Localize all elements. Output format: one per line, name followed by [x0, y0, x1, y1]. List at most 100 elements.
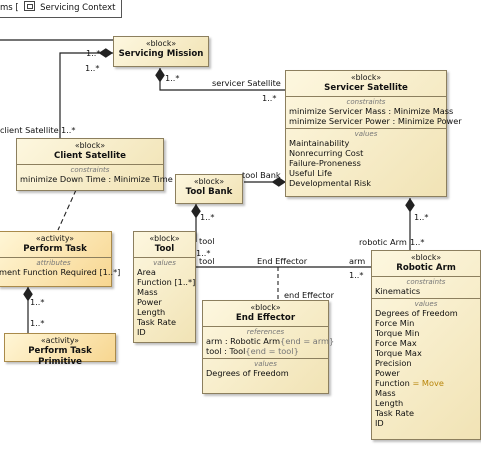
block-name: End Effector: [235, 313, 296, 323]
value-item: Force Min: [375, 318, 415, 328]
connector-mission-client[interactable]: [59, 48, 113, 138]
value-default: = Move: [412, 378, 444, 388]
constraints-compartment: constraints Kinematics: [372, 276, 480, 298]
reference-item: arm : Robotic Arm{end = arm}: [206, 336, 334, 346]
block-stereotype: «block»: [410, 253, 442, 262]
block-servicing-mission[interactable]: «block» Servicing Mission: [113, 36, 209, 67]
value-item: Power: [137, 297, 162, 307]
role-label: arm: [349, 256, 366, 266]
compartment-title: references: [246, 328, 285, 336]
activity-perform-task-primitive[interactable]: «activity» Perform Task Primitive: [4, 333, 116, 367]
mult-label: 1..*: [196, 248, 211, 258]
value-item: Task Rate: [137, 317, 177, 327]
block-stereotype: «block»: [193, 177, 225, 186]
value-item: Degrees of Freedom: [206, 368, 289, 378]
value-item: Mass: [375, 388, 396, 398]
value-item: Task Rate: [375, 408, 415, 418]
connector-client-performtask[interactable]: [57, 189, 77, 231]
block-stereotype: «block»: [149, 234, 180, 243]
activity-name: Perform Task: [23, 244, 87, 254]
value-item: Developmental Risk: [289, 178, 371, 188]
block-name: Client Satellite: [54, 151, 126, 161]
activity-name: Perform Task Primitive: [28, 346, 92, 367]
mult-label: 1..*: [410, 237, 425, 247]
value-item: ID: [137, 327, 146, 337]
mult-label: 1..*: [30, 297, 45, 307]
mult-label: 1..*: [262, 93, 277, 103]
activity-perform-task[interactable]: «activity» Perform Task attributes ment …: [0, 231, 121, 287]
mult-label: 1..*: [30, 318, 45, 328]
context-diagram-icon: [24, 1, 36, 11]
block-end-effector[interactable]: «block» End Effector references arm : Ro…: [202, 300, 334, 394]
compartment-title: constraints: [346, 98, 386, 106]
value-item: Torque Min: [375, 328, 420, 338]
value-item: Length: [375, 398, 404, 408]
constraint-item: minimize Servicer Power : Minimize Power: [289, 116, 462, 126]
diagram-tab-title: Servicing Context: [40, 3, 116, 13]
block-stereotype: «block»: [350, 73, 382, 82]
reference-name: arm : Robotic Arm: [206, 336, 281, 346]
block-tool-bank[interactable]: «block» Tool Bank: [175, 174, 243, 204]
value-item: Force Max: [375, 338, 417, 348]
mult-label: 1..*: [86, 48, 101, 58]
block-stereotype: «block»: [74, 141, 106, 150]
values-compartment: values Degrees of Freedom Force Min Torq…: [372, 298, 480, 430]
role-label: tool: [199, 236, 215, 246]
block-servicer-satellite[interactable]: «block» Servicer Satellite constraints m…: [285, 70, 462, 197]
compartment-title: values: [414, 300, 438, 308]
value-item: Useful Life: [289, 168, 333, 178]
activity-stereotype: «activity»: [35, 234, 75, 243]
block-tool[interactable]: «block» Tool values Area Function [1..*]…: [133, 231, 196, 343]
mult-label: 1..*: [200, 212, 215, 222]
block-name: Tool Bank: [185, 187, 233, 197]
value-item: Length: [137, 307, 166, 317]
reference-tail: {end = arm}: [280, 336, 335, 346]
value-item: Torque Max: [375, 348, 422, 358]
block-name: Tool: [154, 244, 175, 254]
constraint-item: minimize Servicer Mass : Minimize Mass: [289, 106, 454, 116]
values-compartment: values Area Function [1..*] Mass Power L…: [134, 257, 195, 339]
connector-mission-servicer[interactable]: [155, 68, 286, 91]
value-item: Function = Move: [375, 378, 477, 388]
block-stereotype: «block»: [250, 303, 281, 312]
block-robotic-arm[interactable]: «block» Robotic Arm constraints Kinemati…: [371, 250, 481, 440]
reference-name: tool : Tool: [206, 346, 246, 356]
block-stereotype: «block»: [145, 39, 177, 48]
compartment-title: constraints: [406, 278, 446, 286]
compartment-title: attributes: [36, 259, 71, 267]
values-compartment: values Degrees of Freedom: [203, 358, 328, 380]
role-label: end Effector: [284, 290, 334, 300]
values-compartment: values Maintainability Nonrecurring Cost…: [286, 128, 446, 190]
value-item: ID: [375, 418, 384, 428]
mult-label: 1..*: [85, 63, 100, 73]
constraint-item: minimize Down Time : Minimize Time: [20, 174, 173, 184]
activity-stereotype: «activity»: [40, 336, 80, 345]
compartment-title: values: [153, 259, 176, 267]
reference-item: tool : Tool{end = tool}: [206, 346, 325, 356]
attribute-item: ment Function Required [1..*]: [0, 267, 121, 277]
mult-label: 1..*: [165, 73, 180, 83]
reference-tail: {end = tool}: [245, 346, 299, 356]
block-client-satellite[interactable]: «block» Client Satellite constraints min…: [16, 138, 173, 191]
compartment-title: values: [254, 360, 277, 368]
role-label: End Effector: [257, 256, 308, 266]
compartment-title: constraints: [70, 166, 110, 174]
attributes-compartment: attributes ment Function Required [1..*]: [0, 257, 121, 279]
value-item: Power: [375, 368, 400, 378]
mult-label: 1..*: [61, 125, 76, 135]
role-label: robotic Arm: [359, 237, 407, 247]
value-item: Function [1..*]: [137, 277, 196, 287]
value-item: Mass: [137, 287, 158, 297]
role-label: client Satellite: [0, 125, 59, 135]
mult-label: 1..*: [414, 212, 429, 222]
constraints-compartment: constraints minimize Down Time : Minimiz…: [17, 164, 173, 186]
value-item: Area: [137, 267, 156, 277]
mult-label: 1..*: [349, 270, 364, 280]
value-item: Failure-Proneness: [289, 158, 361, 168]
diagram-tab[interactable]: ms [ Servicing Context: [0, 0, 123, 18]
value-item: Maintainability: [289, 138, 350, 148]
role-label: tool: [199, 256, 215, 266]
constraint-item: Kinematics: [375, 286, 421, 296]
